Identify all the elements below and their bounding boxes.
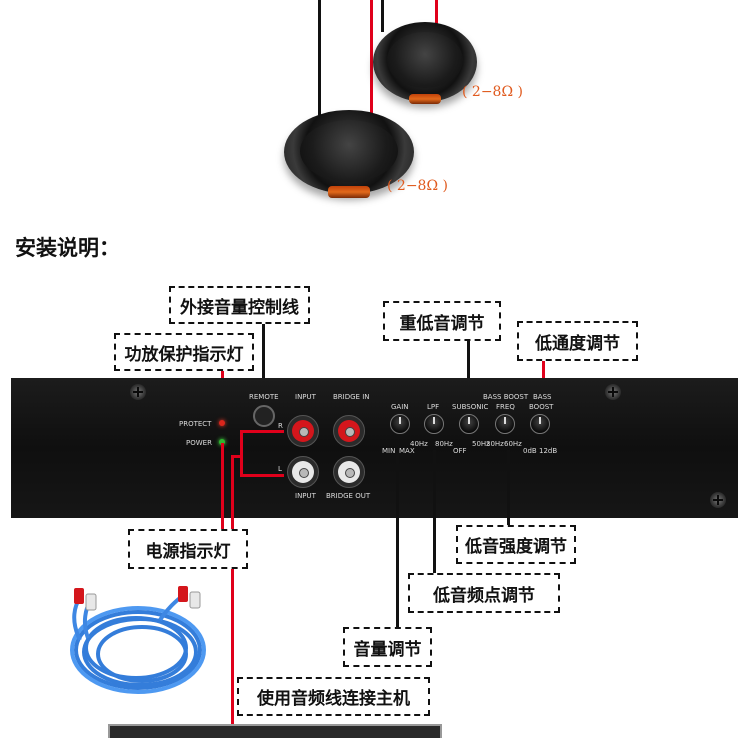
- speaker-wire-black-1: [318, 0, 321, 118]
- rca-bridge-in[interactable]: [333, 415, 365, 447]
- protect-led: [219, 420, 225, 426]
- line-volume: [396, 450, 399, 628]
- rca-input-right[interactable]: [287, 415, 319, 447]
- subsonic-high-label: 50Hz: [472, 440, 490, 448]
- gain-knob[interactable]: [390, 414, 410, 434]
- remote-jack[interactable]: [253, 405, 275, 427]
- gain-max-label: MAX: [399, 447, 415, 455]
- section-title: 安装说明：: [15, 236, 120, 260]
- bridge-out-label: BRIDGE OUT: [326, 492, 371, 500]
- bass-boost-label-2: BOOST: [529, 403, 554, 411]
- bass-boost-knob[interactable]: [530, 414, 550, 434]
- line-bass-strength: [507, 450, 510, 530]
- speaker-wire-red-1: [370, 0, 373, 118]
- boost-low-label: 0dB: [523, 447, 537, 455]
- callout-audio-cable: 使用音频线连接主机: [237, 677, 430, 716]
- gain-label: GAIN: [391, 403, 409, 411]
- callout-power-indicator: 电源指示灯: [128, 529, 248, 569]
- line-power: [221, 443, 224, 529]
- bass-boost-freq-label-1: BASS BOOST: [483, 393, 529, 401]
- input-label-bottom: INPUT: [295, 492, 316, 500]
- boost-high-label: 12dB: [539, 447, 558, 455]
- bridge-in-label: BRIDGE IN: [333, 393, 370, 401]
- power-led: [219, 439, 225, 445]
- gain-min-label: MIN: [382, 447, 396, 455]
- power-label: POWER: [186, 439, 212, 447]
- rca-cable-icon: [70, 586, 206, 694]
- l-label: L: [278, 465, 282, 473]
- bass-boost-freq-label-2: FREQ: [496, 403, 515, 411]
- callout-bass-frequency: 低音频点调节: [408, 573, 560, 613]
- head-unit: [108, 724, 442, 738]
- freq-high-label: 60Hz: [504, 440, 522, 448]
- large-subwoofer-speaker-icon: [284, 110, 414, 198]
- callout-volume-adjust: 音量调节: [343, 627, 432, 667]
- impedance-label-large: ( 2−8Ω ): [387, 178, 448, 194]
- bass-boost-label-1: BASS: [533, 393, 552, 401]
- speaker-wire-red-2: [435, 0, 438, 32]
- subsonic-label: SUBSONIC: [452, 403, 489, 411]
- screw-icon: [130, 384, 146, 400]
- screw-icon: [605, 384, 621, 400]
- lpf-low-label: 40Hz: [410, 440, 428, 448]
- protect-label: PROTECT: [179, 420, 212, 428]
- callout-lowpass-adjust: 低通度调节: [517, 321, 638, 361]
- bass-boost-freq-knob[interactable]: [495, 414, 515, 434]
- line-remote: [262, 324, 265, 396]
- line-bass-frequency: [433, 450, 436, 574]
- line-input-join: [231, 455, 243, 458]
- small-subwoofer-speaker-icon: [373, 22, 477, 104]
- impedance-label-small: ( 2−8Ω ): [462, 84, 523, 100]
- screw-icon: [710, 492, 726, 508]
- amplifier-panel: PROTECT POWER REMOTE INPUT BRIDGE IN R L…: [11, 378, 738, 518]
- subsonic-knob[interactable]: [459, 414, 479, 434]
- remote-label: REMOTE: [249, 393, 279, 401]
- rca-input-left[interactable]: [287, 456, 319, 488]
- subsonic-low-label: OFF: [453, 447, 467, 455]
- line-input-r-h: [240, 430, 284, 433]
- rca-bridge-out[interactable]: [333, 456, 365, 488]
- callout-remote-control-line: 外接音量控制线: [169, 286, 310, 324]
- lpf-label: LPF: [427, 403, 440, 411]
- input-label-top: INPUT: [295, 393, 316, 401]
- freq-low-label: 30Hz: [486, 440, 504, 448]
- line-input-v: [240, 430, 243, 477]
- callout-bass-strength: 低音强度调节: [456, 525, 576, 564]
- lpf-knob[interactable]: [424, 414, 444, 434]
- line-input-down: [231, 455, 234, 733]
- callout-protect-indicator: 功放保护指示灯: [114, 333, 254, 371]
- speaker-wire-black-2: [381, 0, 384, 32]
- line-input-l-h: [240, 474, 284, 477]
- lpf-high-label: 80Hz: [435, 440, 453, 448]
- r-label: R: [278, 422, 283, 430]
- callout-bass-volume: 重低音调节: [383, 301, 501, 341]
